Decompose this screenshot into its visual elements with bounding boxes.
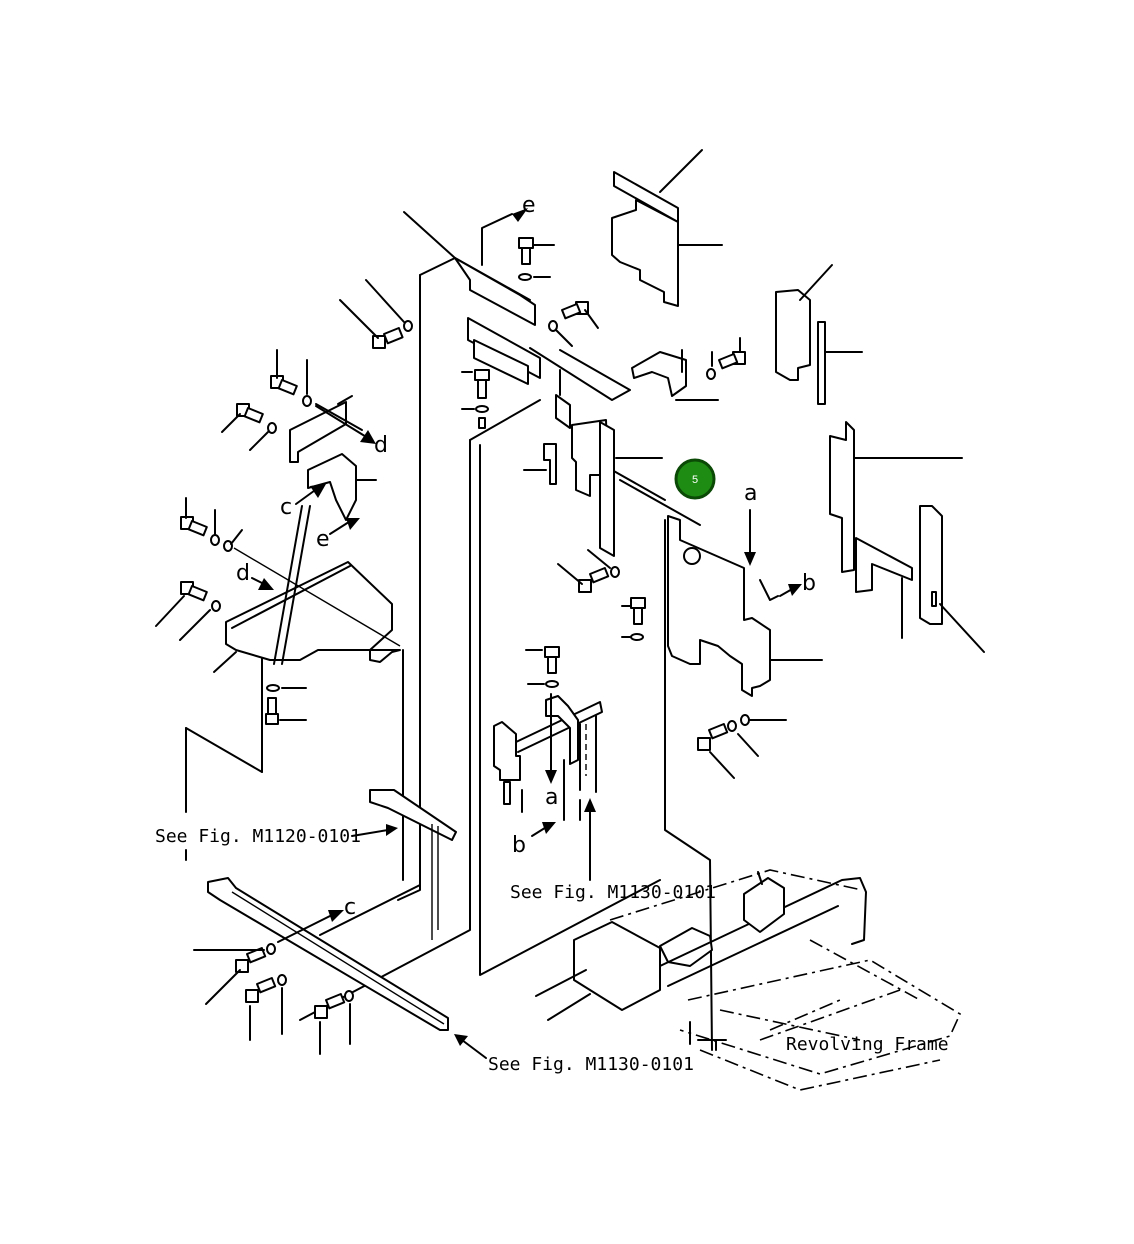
bolt-icon: [270, 375, 298, 396]
washer-icon: [403, 320, 413, 332]
vertical-side-panels: [829, 421, 985, 653]
bolts-and-washers: [155, 237, 787, 1055]
revolving-frame-label: Revolving Frame: [786, 1034, 949, 1055]
letter-a-right: a: [744, 481, 757, 506]
washer-icon: [210, 534, 220, 546]
washer-icon: [740, 714, 750, 726]
bottom-rails: [207, 789, 457, 1031]
washer-icon: [630, 633, 644, 641]
letter-a-center: a: [545, 785, 558, 810]
revolving-frame: [535, 869, 962, 1091]
washer-icon: [706, 368, 716, 380]
washer-icon: [518, 273, 532, 281]
right-large-bracket: [667, 515, 823, 697]
see-fig-m1130-mid-label: See Fig. M1130-0101: [510, 882, 716, 903]
washer-icon: [344, 990, 354, 1002]
right-side-seal-strips: [775, 264, 863, 405]
bolt-icon: [180, 581, 208, 602]
washer-icon: [267, 422, 277, 434]
see-fig-m1120-label: See Fig. M1120-0101: [155, 826, 361, 847]
letter-b-right: b: [802, 571, 816, 596]
center-mid-brackets: [523, 349, 719, 557]
hotspot-number: 5: [692, 474, 698, 486]
left-lower-cover: [213, 561, 401, 673]
washer-icon: [610, 566, 620, 578]
letter-c-lower: c: [344, 895, 356, 920]
center-lower-bracket: [493, 695, 603, 821]
letter-e-top: e: [522, 193, 536, 218]
washer-icon: [727, 720, 737, 732]
letter-d-upper: d: [374, 433, 388, 458]
washer-icon: [266, 684, 280, 692]
hotspot-marker[interactable]: [674, 458, 716, 500]
letter-d-lower: d: [236, 561, 250, 586]
letter-b-center: b: [512, 833, 526, 858]
center-top-bracket: [403, 208, 541, 385]
washer-icon: [266, 943, 276, 955]
bolt-icon: [697, 723, 729, 751]
washer-icon: [277, 974, 287, 986]
bolt-icon: [235, 947, 267, 973]
upper-cover-plates: [611, 149, 723, 307]
washer-icon: [223, 540, 233, 552]
bolt-icon: [314, 993, 346, 1019]
part-hotspot-5[interactable]: 5: [674, 458, 716, 500]
main-frame-outline: [185, 257, 713, 1051]
bolt-icon: [236, 403, 264, 424]
bolt-icon: [544, 646, 560, 674]
washer-icon: [545, 680, 559, 688]
bolt-icon: [245, 977, 277, 1003]
washer-icon: [475, 405, 489, 413]
washer-icon: [211, 600, 221, 612]
bolt-icon: [518, 237, 534, 265]
bolt-icon: [630, 597, 646, 625]
letter-e-lower: e: [316, 527, 330, 552]
washer-icon: [548, 320, 558, 332]
bolt-icon: [578, 567, 610, 593]
figure-references: See Fig. M1120-0101 See Fig. M1130-0101 …: [155, 826, 949, 1075]
letter-c-upper: c: [280, 495, 292, 520]
bolt-icon: [180, 516, 208, 537]
bolt-icon: [372, 327, 404, 349]
connection-arrows: [251, 405, 802, 1059]
bolt-icon: [718, 351, 746, 370]
see-fig-m1130-bottom-label: See Fig. M1130-0101: [488, 1054, 694, 1075]
bolt-icon: [474, 369, 490, 399]
bolt-icon: [265, 697, 279, 725]
washer-icon: [302, 395, 312, 407]
connection-letters: e d c e d a b a b c: [236, 193, 816, 920]
